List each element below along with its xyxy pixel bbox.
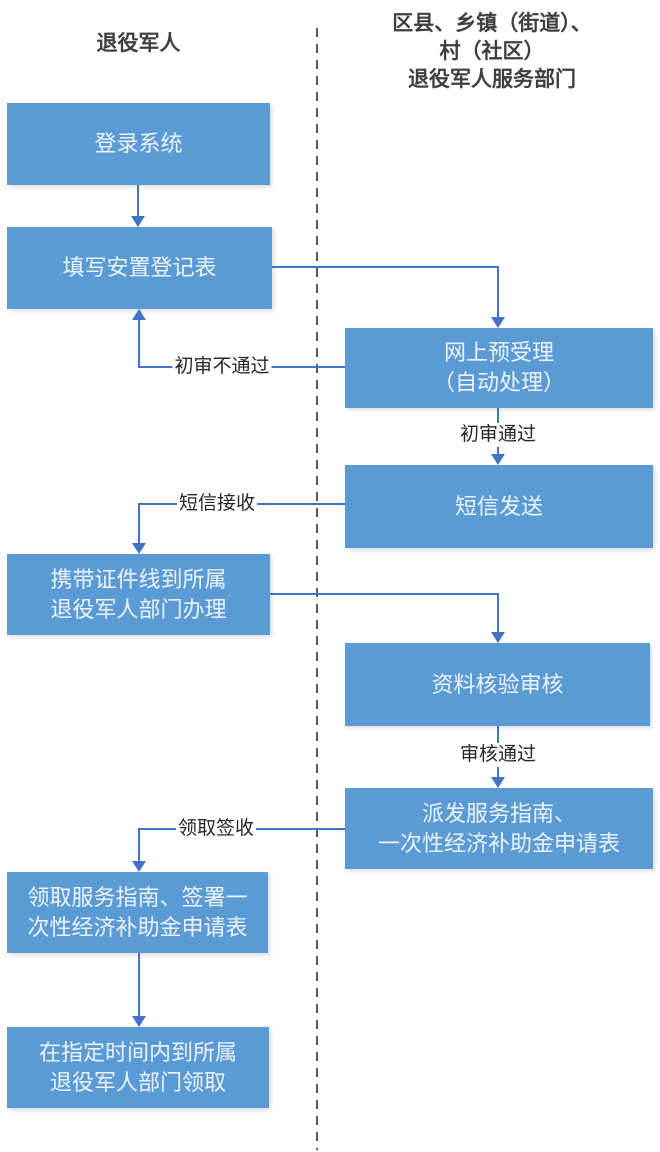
node-receive-sign-label: 领取服务指南、签署一 次性经济补助金申请表: [27, 884, 248, 940]
node-distribute: 派发服务指南、 一次性经济补助金申请表: [345, 788, 653, 869]
arrowhead-down-icon: [491, 317, 505, 328]
connector-visit-to-verify-v: [497, 593, 499, 633]
node-pre-acceptance: 网上预受理 （自动处理）: [345, 328, 653, 408]
node-visit-office-label: 携带证件线到所属 退役军人部门办理: [50, 566, 227, 622]
connector-receive-to-collect: [138, 953, 140, 1017]
lane-divider: [316, 28, 318, 1150]
lane-header-left: 退役军人: [96, 32, 181, 55]
node-collect-label: 在指定时间内到所属 退役军人部门领取: [38, 1039, 237, 1095]
node-pre-acceptance-label: 网上预受理 （自动处理）: [432, 340, 565, 395]
arrowhead-down-icon: [132, 861, 146, 872]
arrowhead-up-icon: [132, 309, 146, 320]
node-login: 登录系统: [7, 103, 270, 185]
node-verify-label: 资料核验审核: [431, 671, 564, 697]
arrowhead-down-icon: [132, 1016, 146, 1027]
arrowhead-down-icon: [132, 543, 146, 554]
node-login-label: 登录系统: [94, 131, 183, 156]
node-receive-sign: 领取服务指南、签署一 次性经济补助金申请表: [7, 872, 268, 953]
connector-sms-receive-v: [138, 503, 140, 544]
connector-fill-form-to-pre-acceptance-v: [497, 266, 499, 317]
edge-label-review-fail: 初审不通过: [172, 355, 272, 379]
edge-label-sms-receive: 短信接收: [176, 492, 258, 516]
connector-visit-to-verify-h: [270, 593, 499, 595]
arrowhead-down-icon: [131, 216, 145, 227]
edge-label-review-pass: 初审通过: [457, 423, 539, 447]
node-verify: 资料核验审核: [345, 643, 650, 726]
connector-login-to-fill-form: [137, 185, 139, 217]
node-distribute-label: 派发服务指南、 一次性经济补助金申请表: [377, 800, 620, 856]
connector-review-fail-v: [138, 320, 140, 368]
arrowhead-down-icon: [491, 632, 505, 643]
node-visit-office: 携带证件线到所属 退役军人部门办理: [7, 554, 270, 635]
node-sms-send-label: 短信发送: [454, 493, 543, 519]
node-collect: 在指定时间内到所属 退役军人部门领取: [7, 1027, 269, 1108]
node-sms-send: 短信发送: [345, 465, 653, 548]
connector-fill-form-to-pre-acceptance-h: [272, 266, 499, 268]
node-fill-form: 填写安置登记表: [7, 227, 272, 309]
edge-label-audit-pass: 审核通过: [457, 743, 539, 767]
edge-label-pickup-sign: 领取签收: [175, 817, 257, 841]
node-fill-form-label: 填写安置登记表: [62, 255, 217, 280]
connector-pickup-sign-v: [138, 828, 140, 862]
lane-header-right: 区县、乡镇（街道）、 村（社区） 退役军人服务部门: [392, 12, 592, 91]
arrowhead-down-icon: [491, 454, 505, 465]
arrowhead-down-icon: [491, 777, 505, 788]
